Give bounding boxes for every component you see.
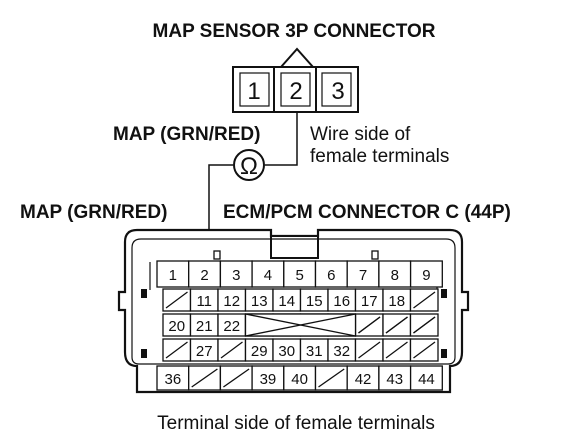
terminal-cavity [409, 365, 443, 391]
terminal-number: 40 [291, 371, 308, 388]
map-pin-3: 3 [331, 78, 344, 105]
terminal-number: 7 [359, 267, 367, 284]
probe-lead-sensor [265, 112, 298, 166]
terminal-number: 32 [333, 343, 350, 360]
terminal-number: 2 [200, 267, 208, 284]
blocked-cavity-mark [358, 341, 381, 359]
terminal-number: 27 [196, 343, 213, 360]
terminal-number: 42 [355, 371, 372, 388]
map-pin-1: 1 [247, 78, 260, 105]
terminal-number: 21 [196, 318, 213, 335]
blocked-cavity-mark [413, 291, 436, 309]
terminal-number: 43 [386, 371, 403, 388]
terminal-number: 29 [251, 343, 268, 360]
terminal-number: 22 [223, 318, 240, 335]
terminal-number: 3 [232, 267, 240, 284]
terminal-cavity [346, 260, 380, 288]
terminal-cavity [314, 260, 348, 288]
terminal-number: 30 [278, 343, 295, 360]
blocked-cavity-mark [413, 316, 436, 334]
terminal-number: 13 [251, 293, 268, 310]
terminal-number: 12 [223, 293, 240, 310]
wire-side-label-2: female terminals [310, 146, 449, 167]
terminal-number: 8 [391, 267, 399, 284]
blocked-cavity-mark [220, 341, 243, 359]
terminal-cavity [378, 365, 412, 391]
ohm-symbol: Ω [240, 153, 258, 180]
terminal-number: 18 [388, 293, 405, 310]
terminal-cavity [409, 260, 443, 288]
terminal-number: 4 [264, 267, 272, 284]
terminal-number: 11 [196, 293, 212, 310]
blocked-cavity-mark [385, 341, 408, 359]
terminal-number: 20 [168, 318, 185, 335]
ohmmeter-icon [233, 149, 265, 181]
map-lead-top-label: MAP (GRN/RED) [113, 124, 260, 145]
terminal-cavity [156, 260, 190, 288]
blocked-cavity-mark [413, 341, 436, 359]
probe-lead-ecm [208, 164, 233, 253]
blocked-cavity-mark [223, 368, 250, 388]
terminal-number: 31 [306, 343, 323, 360]
blocked-cavity-mark [165, 341, 188, 359]
wire-side-label-1: Wire side of [310, 124, 411, 145]
terminal-number: 36 [165, 371, 182, 388]
blocked-cavity-mark [191, 368, 218, 388]
unused-area-mark [245, 313, 356, 337]
terminal-cavity [219, 260, 253, 288]
terminal-number: 9 [422, 267, 430, 284]
terminal-number: 15 [306, 293, 323, 310]
terminal-number: 14 [278, 293, 295, 310]
map-lead-bottom-label: MAP (GRN/RED) [20, 202, 167, 223]
blocked-cavity-mark [358, 316, 381, 334]
blocked-cavity-mark [385, 316, 408, 334]
terminal-number: 44 [418, 371, 435, 388]
ohmmeter: Ω [208, 112, 298, 253]
terminal-side-label: Terminal side of female terminals [157, 413, 435, 434]
terminal-number: 5 [295, 267, 303, 284]
terminal-cavity [346, 365, 380, 391]
terminal-cavity [283, 260, 317, 288]
blocked-cavity-mark [165, 291, 188, 309]
terminal-number: 1 [169, 267, 177, 284]
ecm-connector-title: ECM/PCM CONNECTOR C (44P) [223, 202, 511, 223]
map-sensor-connector: 1 2 3 [232, 47, 359, 113]
terminal-number: 16 [333, 293, 350, 310]
terminal-cavity [378, 260, 412, 288]
blocked-cavity-mark [318, 368, 345, 388]
map-sensor-body [232, 66, 359, 113]
ecm-lock-tab [270, 235, 319, 259]
connector-latch [280, 47, 314, 68]
terminal-number: 39 [260, 371, 277, 388]
map-pin-2: 2 [289, 78, 302, 105]
terminal-cavity [156, 365, 190, 391]
map-sensor-title: MAP SENSOR 3P CONNECTOR [153, 21, 436, 42]
terminal-number: 17 [361, 293, 378, 310]
terminal-number: 6 [327, 267, 335, 284]
